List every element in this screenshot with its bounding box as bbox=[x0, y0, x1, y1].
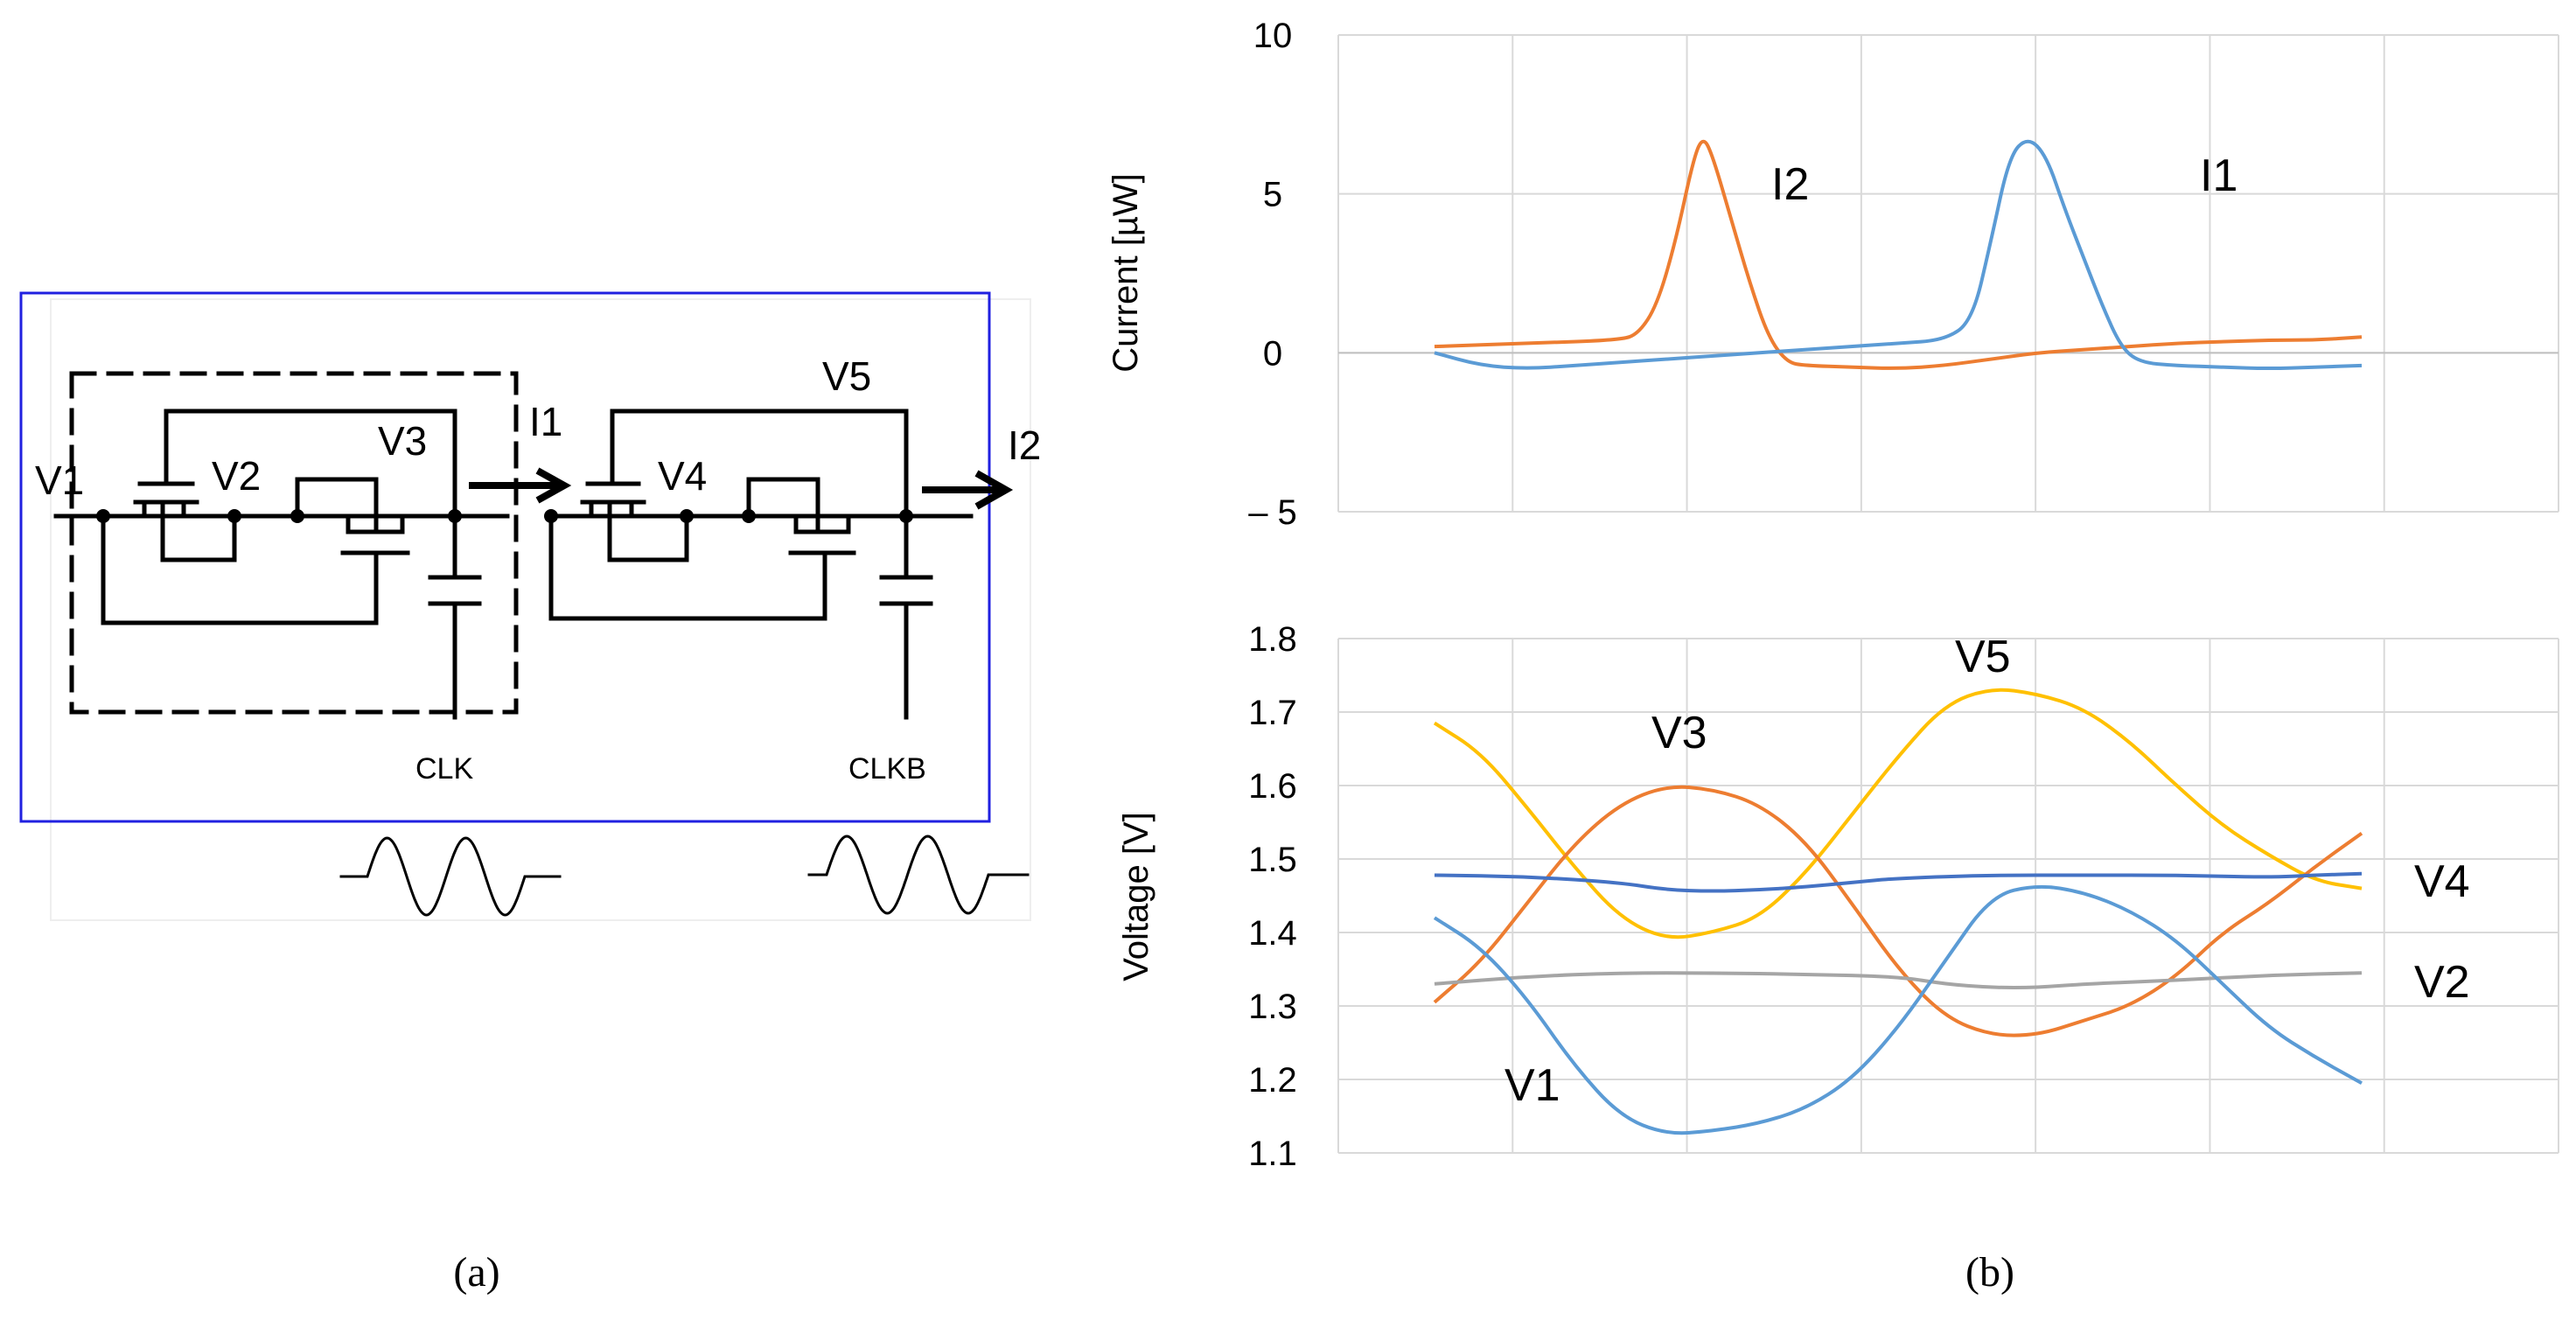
clk-waveform bbox=[339, 836, 562, 917]
caption-b: (b) bbox=[1965, 1249, 2014, 1296]
stage2-tr2-gate-wire bbox=[746, 477, 820, 534]
voltage-chart: 1.8 1.7 1.6 1.5 1.4 1.3 1.2 1.1 Voltage [V] V5V3V… bbox=[1117, 620, 2559, 1173]
label-i2: I2 bbox=[1008, 423, 1041, 468]
junction-dots bbox=[96, 509, 913, 523]
circuit-frame bbox=[19, 291, 991, 823]
stage2-transistor-2 bbox=[788, 513, 856, 555]
dashed-stage-box bbox=[69, 371, 519, 715]
y-tick-label: 1.5 bbox=[1248, 841, 1297, 879]
series-line-v4 bbox=[1434, 871, 2363, 893]
y-tick-label: 1.2 bbox=[1248, 1061, 1297, 1100]
label-v3: V3 bbox=[378, 418, 427, 464]
stage1-top-wire bbox=[164, 409, 457, 519]
series-line-v1 bbox=[1433, 884, 2363, 1135]
y-axis-label: Voltage [V] bbox=[1117, 812, 1155, 981]
series-label-v1: V1 bbox=[1504, 1060, 1560, 1111]
stage1-transistor-1 bbox=[133, 481, 199, 519]
stage1-tr1-body bbox=[160, 499, 237, 562]
stage2-transistor-1 bbox=[580, 481, 646, 519]
label-clkb: CLKB bbox=[848, 752, 926, 786]
series-label-v3: V3 bbox=[1651, 708, 1707, 758]
i2-arrow bbox=[922, 470, 1014, 510]
series-label-i2: I2 bbox=[1771, 159, 1809, 210]
clk-capacitor bbox=[428, 513, 482, 720]
stage2-feedback-wire bbox=[548, 513, 827, 621]
series-label-v2: V2 bbox=[2414, 957, 2470, 1008]
y-tick-label: 10 bbox=[1253, 17, 1293, 55]
i1-arrow bbox=[469, 467, 572, 504]
y-tick-label: 1.7 bbox=[1248, 694, 1297, 732]
series-line-i1 bbox=[1434, 139, 2363, 371]
stage1-tr2-gate-wire bbox=[295, 477, 379, 534]
caption-a: (a) bbox=[453, 1249, 499, 1296]
y-tick-label: 1.8 bbox=[1248, 620, 1297, 659]
clkb-waveform bbox=[807, 835, 1030, 915]
y-axis-label: Current [µW] bbox=[1106, 173, 1145, 373]
y-tick-label: 1.3 bbox=[1248, 988, 1297, 1026]
series-line-v2 bbox=[1434, 971, 2363, 989]
series-label-v5: V5 bbox=[1955, 632, 2011, 682]
label-v2: V2 bbox=[212, 453, 261, 499]
y-tick-label: 0 bbox=[1263, 334, 1282, 373]
y-tick-label: 1.4 bbox=[1248, 914, 1297, 953]
current-chart: 10 5 0 – 5 Current [µW] I2 I1 bbox=[1106, 17, 2559, 532]
y-tick-label: 5 bbox=[1263, 176, 1282, 214]
label-clk: CLK bbox=[415, 752, 473, 786]
circuit-diagram bbox=[19, 291, 1031, 921]
stage1-feedback-wire bbox=[101, 513, 379, 625]
y-tick-label: – 5 bbox=[1248, 493, 1297, 532]
series-line-v5 bbox=[1433, 688, 2363, 939]
series-label-v4: V4 bbox=[2414, 856, 2470, 907]
circuit-background bbox=[50, 298, 1031, 921]
circuit-labels: V1 V2 V3 I1 V4 V5 I2 CLK CLKB bbox=[35, 353, 1041, 786]
stage2-top-wire bbox=[610, 409, 909, 519]
y-tick-label: 1.1 bbox=[1248, 1135, 1297, 1173]
label-v4: V4 bbox=[658, 453, 707, 499]
stage2-tr1-body bbox=[607, 499, 689, 562]
label-v5: V5 bbox=[822, 353, 871, 399]
label-v1: V1 bbox=[35, 457, 84, 503]
clkb-capacitor bbox=[879, 513, 933, 720]
label-i1: I1 bbox=[529, 399, 562, 444]
series-label-i1: I1 bbox=[2200, 150, 2237, 201]
y-tick-label: 1.6 bbox=[1248, 767, 1297, 806]
